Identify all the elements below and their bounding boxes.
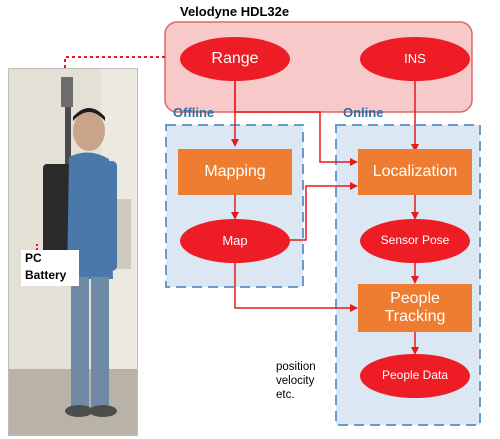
arrow-map-to-people-tracking [234,262,358,312]
pc-battery-label: PC Battery [21,250,79,286]
annotation-position: position [276,361,316,373]
diagram-title: Velodyne HDL32e [180,4,290,19]
offline-region-label: Offline [173,105,215,120]
people-tracking-line1: People [390,289,440,307]
pc-label: PC [25,251,42,265]
arrow-range-to-localization [234,80,358,166]
node-people-data: People Data [360,354,470,398]
node-people-tracking: People Tracking [358,284,472,332]
arrow-map-to-localization [290,182,358,241]
node-map: Map [180,219,290,263]
node-sensor-pose: Sensor Pose [360,219,470,263]
node-localization: Localization [358,149,472,195]
node-mapping: Mapping [178,149,292,195]
battery-label: Battery [25,268,67,283]
node-range: Range [180,37,290,81]
online-region-label: Online [343,105,384,120]
node-ins: INS [360,37,470,81]
annotation-etc: etc. [276,388,295,401]
people-tracking-line2: Tracking [384,308,446,325]
annotation-velocity: velocity [276,374,315,387]
output-annotation: position velocity etc. [276,361,316,402]
